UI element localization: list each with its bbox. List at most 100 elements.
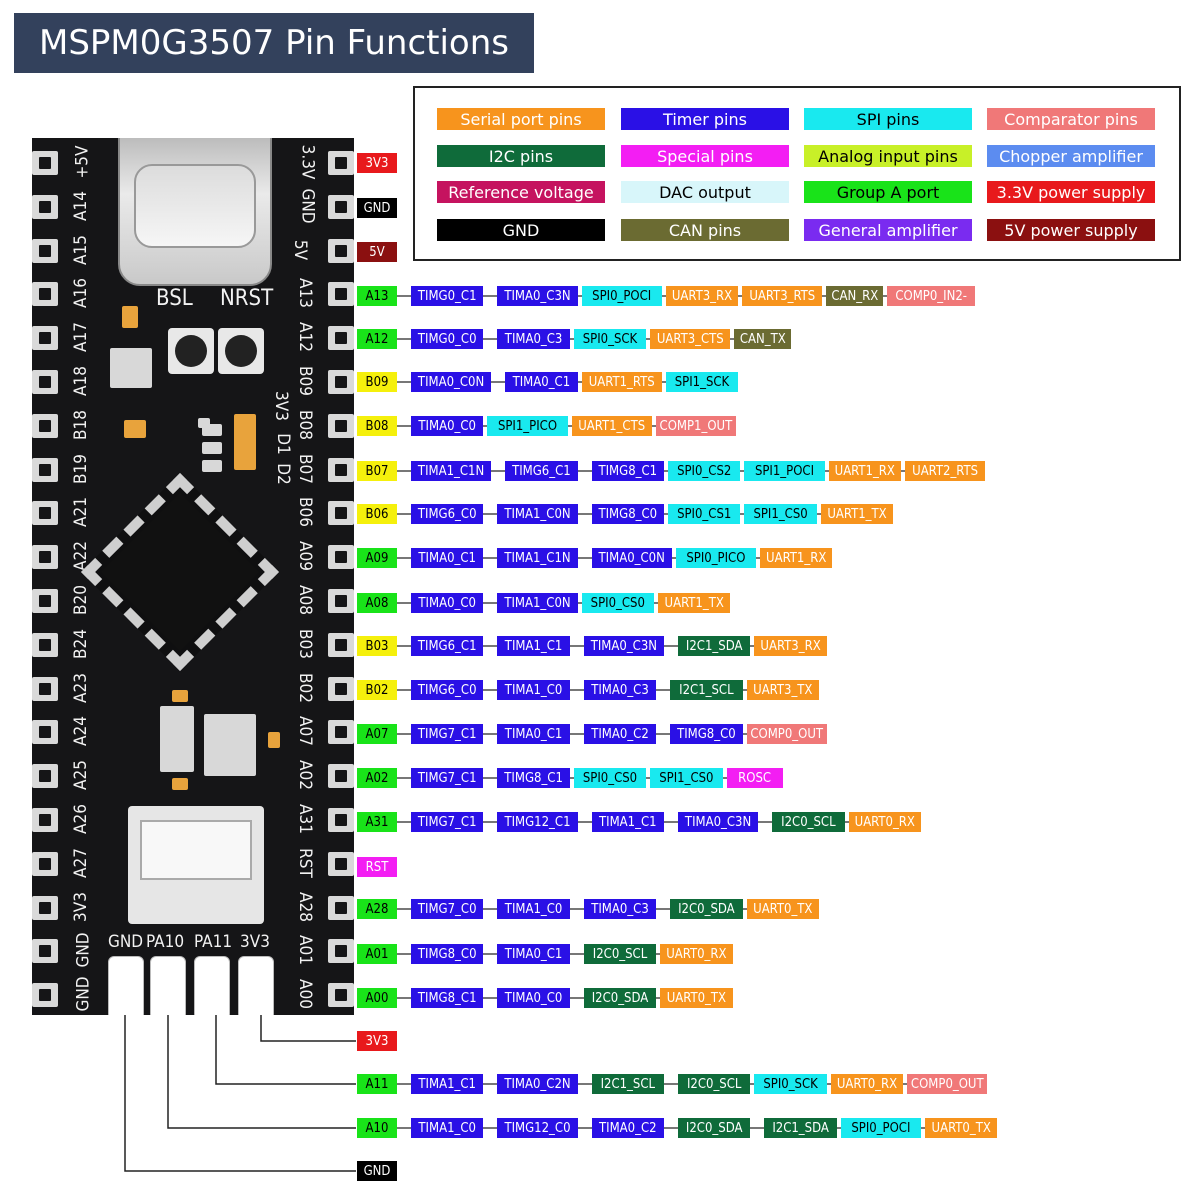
pin-label-a00: A00 — [357, 988, 397, 1008]
func-tag-timg7-c1: TIMG7_C1 — [411, 768, 484, 788]
func-tag-uart0-rx: UART0_RX — [848, 812, 921, 832]
connector-line — [651, 425, 656, 427]
func-tag-spi1-cs0: SPI1_CS0 — [650, 768, 723, 788]
func-tag-i2c0-sda: I2C0_SDA — [583, 988, 657, 1008]
func-tag-timg8-c1: TIMG8_C1 — [497, 768, 570, 788]
header-pad — [32, 632, 58, 657]
header-pad — [32, 808, 58, 832]
connector-line — [921, 1127, 925, 1129]
connector-line — [656, 908, 671, 910]
func-tag-spi0-cs0: SPI0_CS0 — [573, 768, 647, 788]
usb-c-receptacle — [134, 164, 256, 248]
connector-line — [664, 1083, 678, 1085]
connector-line — [750, 645, 755, 647]
func-tag-tima1-c0n: TIMA1_C0N — [497, 593, 578, 613]
func-tag-timg6-c0: TIMG6_C0 — [411, 504, 484, 524]
func-tag-tima0-c2: TIMA0_C2 — [583, 724, 657, 744]
header-pad — [328, 895, 354, 920]
resistor — [202, 460, 222, 472]
connector-line — [844, 821, 849, 823]
connector-line — [750, 1083, 755, 1085]
pin-label-a28: A28 — [357, 899, 397, 919]
pin-label-a31: A31 — [357, 812, 397, 832]
header-pad — [32, 851, 58, 876]
connector-line — [577, 557, 592, 559]
capacitor — [122, 306, 138, 328]
resistor — [198, 418, 210, 428]
pin-label-rst: RST — [357, 857, 397, 877]
swd-pad-3v3 — [238, 956, 274, 1015]
connector-line — [656, 689, 671, 691]
connector-line — [491, 470, 506, 472]
func-tag-can-rx: CAN_RX — [826, 286, 884, 306]
func-tag-timg6-c1: TIMG6_C1 — [411, 636, 484, 656]
connector-line — [483, 425, 488, 427]
resistor — [202, 424, 222, 436]
header-pad — [32, 370, 58, 394]
func-tag-tima1-c0n: TIMA1_C0N — [497, 504, 578, 524]
header-pad — [32, 939, 58, 964]
pin-label-gnd: GND — [357, 198, 397, 218]
connector-line — [656, 997, 661, 999]
func-tag-tima0-c3: TIMA0_C3 — [583, 680, 657, 700]
legend-i2c-pins: I2C pins — [437, 145, 605, 167]
connector-line — [483, 777, 498, 779]
connector-line — [756, 557, 760, 559]
func-tag-timg12-c1: TIMG12_C1 — [497, 812, 578, 832]
pin-label-a08: A08 — [357, 593, 397, 613]
connector-line — [836, 1127, 841, 1129]
connector-line — [671, 557, 676, 559]
connector-line — [654, 602, 658, 604]
func-tag-uart1-cts: UART1_CTS — [571, 416, 652, 436]
swd-pad-gnd — [108, 956, 144, 1015]
func-tag-uart0-rx: UART0_RX — [830, 1074, 904, 1094]
header-pad — [328, 413, 354, 438]
func-tag-uart2-rts: UART2_RTS — [905, 461, 986, 481]
func-tag-uart0-tx: UART0_TX — [925, 1118, 998, 1138]
capacitor — [268, 732, 280, 748]
func-tag-rosc: ROSC — [726, 768, 783, 788]
func-tag-uart3-rx: UART3_RX — [665, 286, 739, 306]
connector-line — [664, 513, 668, 515]
leader-pa10 — [167, 1015, 356, 1129]
func-tag-i2c0-sda: I2C0_SDA — [670, 899, 743, 919]
header-pad — [32, 413, 58, 438]
func-tag-comp0-in2: COMP0_IN2- — [887, 286, 976, 306]
connector-line — [569, 733, 584, 735]
pin-label-a02: A02 — [357, 768, 397, 788]
connector-line — [646, 338, 651, 340]
func-tag-i2c0-scl: I2C0_SCL — [583, 944, 657, 964]
header-pad — [328, 457, 354, 482]
usb-c-connector — [118, 138, 272, 286]
connector-line — [397, 908, 411, 910]
header-pad — [32, 326, 58, 351]
nrst-button — [218, 328, 264, 374]
func-tag-spi0-cs1: SPI0_CS1 — [668, 504, 741, 524]
header-pad — [328, 851, 354, 876]
func-tag-timg8-c0: TIMG8_C0 — [591, 504, 664, 524]
pin-label-gnd: GND — [357, 1161, 397, 1181]
header-pad — [32, 764, 58, 789]
connector-line — [397, 821, 411, 823]
func-tag-i2c1-scl: I2C1_SCL — [591, 1074, 664, 1094]
swd-label-pa10: PA10 — [146, 932, 185, 952]
header-pad — [32, 238, 58, 263]
connector-line — [569, 777, 574, 779]
connector-line — [397, 295, 411, 297]
func-tag-uart3-tx: UART3_TX — [746, 680, 819, 700]
connector-line — [483, 908, 498, 910]
connector-line — [397, 997, 411, 999]
func-tag-spi1-sck: SPI1_SCK — [665, 372, 739, 392]
connector-line — [569, 997, 584, 999]
connector-line — [750, 1127, 765, 1129]
pin-label-a12: A12 — [357, 329, 397, 349]
connector-line — [483, 953, 498, 955]
func-tag-spi0-cs2: SPI0_CS2 — [668, 461, 741, 481]
func-tag-timg7-c0: TIMG7_C0 — [411, 899, 484, 919]
pin-label-b06: B06 — [357, 504, 397, 524]
connector-line — [483, 602, 498, 604]
legend-3-3v-power-supply: 3.3V power supply — [987, 181, 1155, 203]
connector-line — [664, 645, 678, 647]
connector-line — [483, 557, 498, 559]
func-tag-tima1-c0: TIMA1_C0 — [411, 1118, 484, 1138]
